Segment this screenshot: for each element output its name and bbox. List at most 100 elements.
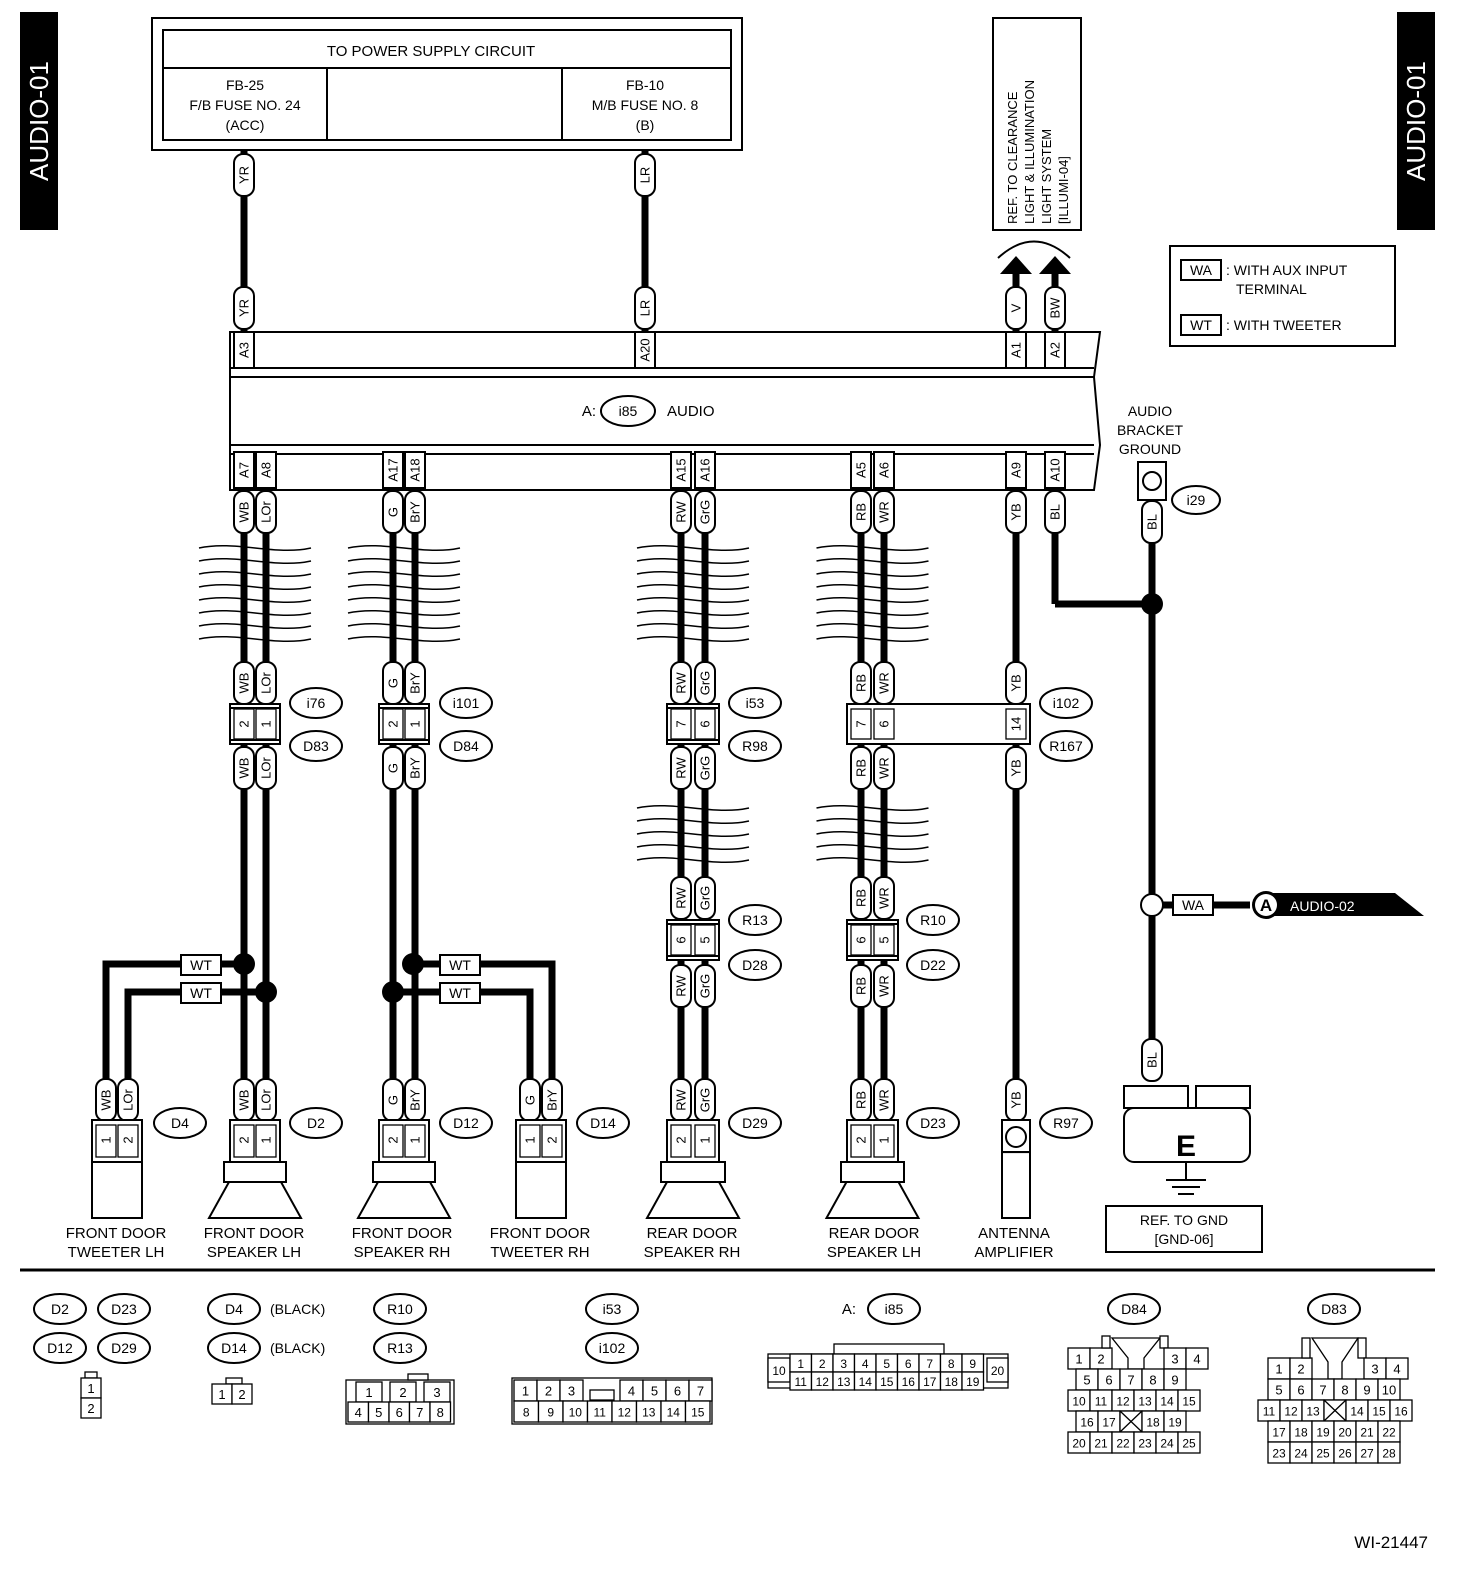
connector-id-label: D84 <box>453 738 479 754</box>
audio-bracket-ground: AUDIO BRACKET GROUND i29 <box>1051 403 1221 1080</box>
pin-tag-label: A8 <box>259 462 274 478</box>
face-connector-id <box>373 1293 427 1325</box>
twist-mark <box>198 570 312 578</box>
twist-mark <box>636 843 750 851</box>
face-pin <box>231 1383 253 1405</box>
face-pin-number: 19 <box>1168 1416 1182 1430</box>
pin-tag <box>850 451 872 489</box>
face-connector-id <box>1107 1293 1161 1325</box>
connector-id-label: R13 <box>742 912 768 928</box>
svg-text:WT: WT <box>449 985 471 1001</box>
wire-color-label: LOr <box>259 1088 274 1110</box>
pin-number: 1 <box>877 1136 892 1143</box>
pin-tag-label: A7 <box>237 462 252 478</box>
wire-color-label: BrY <box>545 1089 560 1111</box>
face-pin-number: 4 <box>628 1384 635 1399</box>
pin-tag <box>873 451 895 489</box>
face-pin-number: 26 <box>1338 1447 1352 1461</box>
wire-color-label: G <box>386 678 401 688</box>
pin-number: 5 <box>877 936 892 943</box>
pin-tag <box>382 451 404 489</box>
face-pin-number: 11 <box>1095 1395 1108 1409</box>
wire-color-label: G <box>523 1095 538 1105</box>
svg-text:A:: A: <box>582 403 596 420</box>
wire-color-label: YB <box>1009 674 1024 691</box>
wire-color-label: RW <box>674 757 689 779</box>
face-pin-number: 9 <box>969 1357 976 1371</box>
svg-text:(ACC): (ACC) <box>226 117 265 133</box>
wire-color-label: WB <box>237 502 252 523</box>
face-pin-number: 22 <box>1382 1426 1396 1440</box>
pin-cell <box>694 708 716 740</box>
face-pin-number: 16 <box>902 1375 916 1389</box>
twisted-pair-marks <box>198 544 929 864</box>
svg-text:A: A <box>1260 896 1272 915</box>
wire-color-label: WB <box>237 673 252 694</box>
pin-number: 6 <box>674 936 689 943</box>
wire-color-label: RB <box>854 889 869 907</box>
wire-tag <box>1005 490 1027 534</box>
twist-mark <box>636 596 750 604</box>
component-name: REAR DOOR <box>829 1225 920 1242</box>
wire-tag <box>670 490 692 534</box>
face-pin-number: 18 <box>1294 1426 1308 1440</box>
svg-text:M/B FUSE NO. 8: M/B FUSE NO. 8 <box>592 97 699 113</box>
wire-color-label: GrG <box>698 974 713 999</box>
pin-cell <box>850 708 872 740</box>
face-pin-number: 18 <box>945 1375 959 1389</box>
face-pin-number: 19 <box>966 1375 980 1389</box>
face-pin-number: 20 <box>1338 1426 1352 1440</box>
wire-tag <box>873 490 895 534</box>
face-pin-number: 6 <box>905 1357 912 1371</box>
twist-mark <box>636 817 750 825</box>
connector-i53 <box>728 687 782 719</box>
face-pin-number: 2 <box>238 1387 245 1402</box>
wire-color-label: RW <box>674 501 689 523</box>
twist-mark <box>816 635 929 643</box>
face-latch <box>1159 1335 1169 1349</box>
power-title: TO POWER SUPPLY CIRCUIT <box>327 43 535 60</box>
pin-tag-label: A18 <box>408 458 423 481</box>
face-pin-number: 3 <box>840 1357 847 1371</box>
pin-tag-label: A2 <box>1048 342 1063 358</box>
wire-color-label: YR <box>237 299 252 317</box>
twist-mark <box>198 609 312 617</box>
connector-id-label: R97 <box>1053 1115 1079 1131</box>
face-pin-number: 12 <box>1284 1405 1298 1419</box>
face-pin-number: 9 <box>547 1406 554 1420</box>
pin-cell <box>670 708 692 740</box>
face-pin-number: 15 <box>880 1375 894 1389</box>
audio-connector-id: i85 <box>619 403 638 419</box>
twist-mark <box>816 596 929 604</box>
face-connector-id <box>585 1332 639 1364</box>
component-name: SPEAKER LH <box>827 1244 921 1261</box>
wire-tag <box>382 746 404 790</box>
connector-id-label: i53 <box>746 695 765 711</box>
face-pin-number: 10 <box>1072 1395 1086 1409</box>
pin-cell <box>255 708 277 740</box>
twist-mark <box>347 557 461 565</box>
twist-mark <box>816 583 929 591</box>
face-note: (BLACK) <box>270 1301 325 1317</box>
speaker-cone <box>356 1181 452 1219</box>
face-pin-number: 3 <box>1371 1362 1378 1377</box>
pin-number: 1 <box>698 1136 713 1143</box>
face-pin-number: 8 <box>437 1405 444 1420</box>
face-pin <box>1389 1399 1413 1422</box>
face-pin-number: 25 <box>1182 1437 1196 1451</box>
face-connector-id <box>97 1332 151 1364</box>
face-pin-number: 6 <box>1105 1373 1112 1388</box>
svg-text:AUDIO-01: AUDIO-01 <box>24 61 54 181</box>
speaker-magnet <box>660 1161 726 1183</box>
svg-text:: WITH TWEETER: : WITH TWEETER <box>1226 317 1342 333</box>
face-pin-number: 11 <box>594 1406 607 1420</box>
twist-mark <box>636 804 750 812</box>
pin-cell <box>670 1124 692 1158</box>
face-pin-number: 17 <box>1102 1416 1116 1430</box>
twist-mark <box>347 635 461 643</box>
face-pin-number: 2 <box>1097 1352 1104 1367</box>
connector-D4 <box>153 1107 207 1139</box>
wire-tag <box>694 876 716 920</box>
connector-id-label: D29 <box>742 1115 768 1131</box>
